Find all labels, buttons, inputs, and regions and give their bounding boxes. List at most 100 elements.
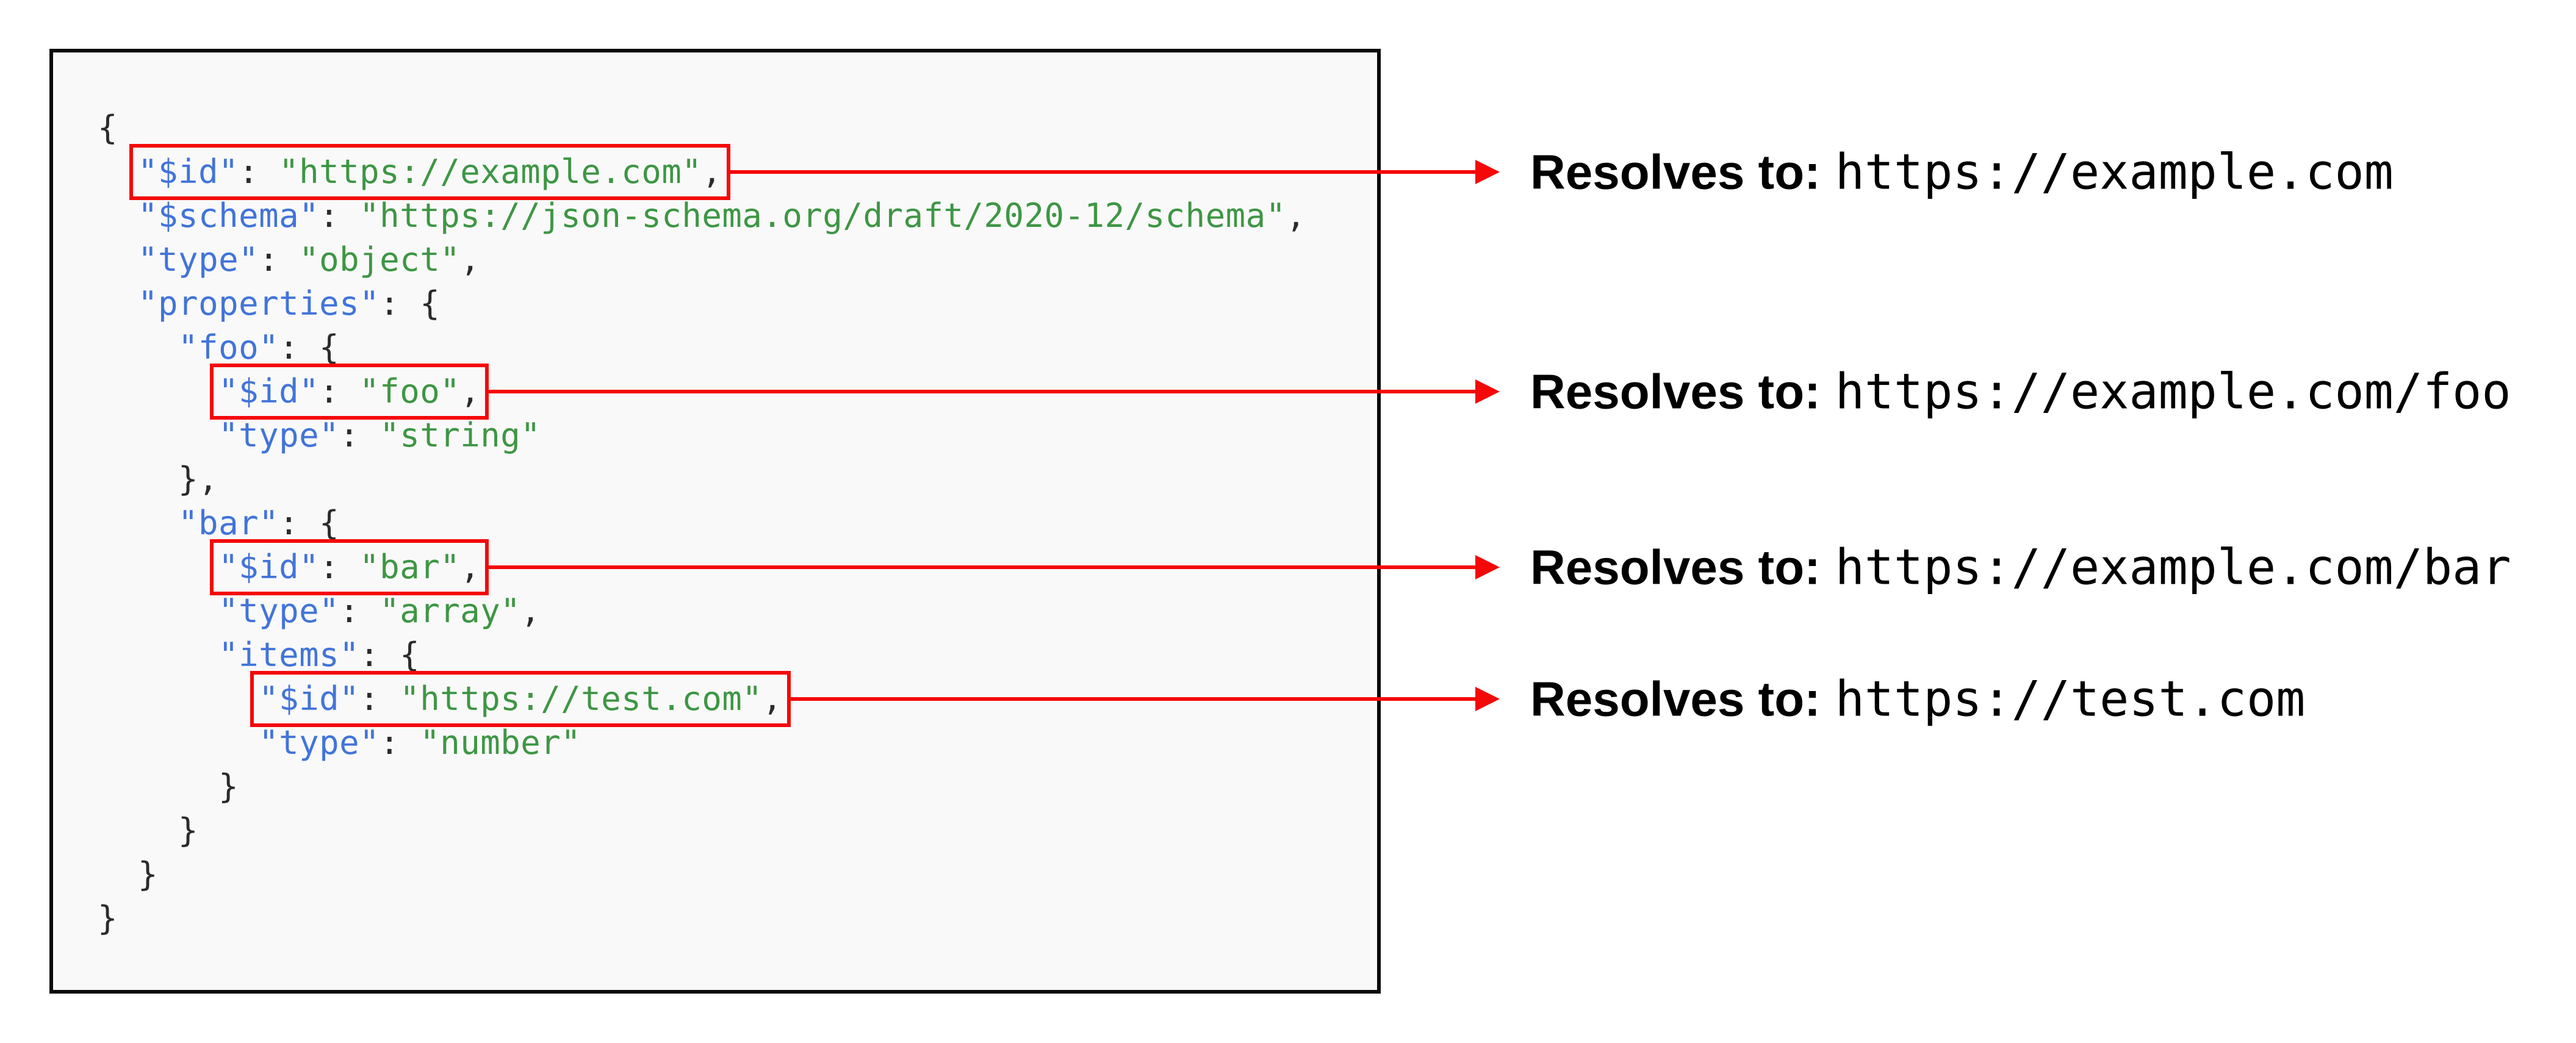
code-line: } xyxy=(98,809,1306,853)
code-line: "$schema": "https://json-schema.org/draf… xyxy=(98,194,1306,238)
code-line: "bar": { xyxy=(98,501,1306,545)
code-token-string: "https://example.com" xyxy=(279,152,702,191)
code-line: "$id": "foo", xyxy=(98,370,1306,414)
code-token-punct: } xyxy=(98,767,239,806)
code-line: "items": { xyxy=(98,633,1306,677)
code-token-key: "properties" xyxy=(138,284,380,323)
resolves-label: Resolves to: xyxy=(1530,672,1821,726)
code-token-key: "$id" xyxy=(218,548,320,586)
code-token-punct: : xyxy=(380,723,420,762)
code-token-string: "bar" xyxy=(359,548,461,586)
code-token-punct: , xyxy=(762,679,783,718)
right-arrowhead-icon xyxy=(1475,379,1500,404)
resolved-url: https://example.com xyxy=(1835,143,2394,201)
code-token-punct xyxy=(98,636,218,674)
code-token-punct xyxy=(98,196,138,235)
code-token-punct xyxy=(98,548,218,586)
code-token-key: "type" xyxy=(138,240,259,279)
code-token-punct: : xyxy=(359,679,400,718)
code-token-punct: : { xyxy=(279,504,340,542)
code-token-key: "type" xyxy=(218,592,340,630)
code-line: { xyxy=(98,106,1306,150)
code-token-punct: } xyxy=(98,811,199,850)
code-token-key: "$id" xyxy=(259,679,360,718)
code-token-punct xyxy=(98,504,178,542)
code-token-string: "https://test.com" xyxy=(400,679,763,718)
resolves-row: Resolves to: https://example.com xyxy=(1530,144,2394,201)
code-line: } xyxy=(98,897,1306,941)
code-token-punct: , xyxy=(460,240,481,279)
code-token-key: "$id" xyxy=(218,372,320,410)
code-line: "$id": "bar", xyxy=(98,545,1306,589)
resolves-label: Resolves to: xyxy=(1530,364,1821,419)
json-code-block: { "$id": "https://example.com", "$schema… xyxy=(98,106,1306,941)
code-line: } xyxy=(98,765,1306,809)
code-token-punct: : xyxy=(319,372,360,410)
code-token-string: "array" xyxy=(380,592,521,630)
right-arrowhead-icon xyxy=(1475,687,1500,711)
code-token-punct: }, xyxy=(98,460,219,498)
code-line: "type": "number" xyxy=(98,721,1306,765)
code-panel: { "$id": "https://example.com", "$schema… xyxy=(49,49,1381,994)
code-line: "type": "array", xyxy=(98,589,1306,633)
arrow-line xyxy=(489,390,1477,393)
code-token-key: "type" xyxy=(218,416,340,454)
code-line: "type": "object", xyxy=(98,238,1306,282)
code-token-punct xyxy=(98,723,259,762)
code-token-punct: : { xyxy=(380,284,441,323)
code-token-punct: { xyxy=(98,109,118,147)
arrow-line xyxy=(489,565,1477,569)
code-token-punct: : { xyxy=(359,636,420,674)
code-line: "properties": { xyxy=(98,282,1306,326)
code-token-punct: , xyxy=(460,372,481,410)
resolves-row: Resolves to: https://example.com/bar xyxy=(1530,539,2511,596)
code-token-punct: : xyxy=(339,416,380,454)
code-token-key: "$id" xyxy=(138,152,239,191)
resolves-label: Resolves to: xyxy=(1530,540,1821,595)
id-highlight-box xyxy=(210,364,489,420)
code-token-punct: , xyxy=(520,592,541,630)
arrow-line xyxy=(791,697,1477,701)
code-token-punct: , xyxy=(702,152,722,191)
code-token-punct: : xyxy=(319,548,360,586)
code-line: "type": "string" xyxy=(98,414,1306,457)
code-token-punct xyxy=(98,284,138,323)
resolves-label: Resolves to: xyxy=(1530,145,1821,199)
code-token-string: "number" xyxy=(420,723,581,762)
code-token-punct: } xyxy=(98,899,118,937)
code-line: }, xyxy=(98,457,1306,501)
code-token-key: "foo" xyxy=(178,328,279,367)
arrow-line xyxy=(730,170,1477,174)
code-token-punct xyxy=(98,328,178,367)
code-token-key: "items" xyxy=(218,636,360,674)
code-line: } xyxy=(98,853,1306,897)
code-token-string: "object" xyxy=(299,240,461,279)
code-token-punct xyxy=(98,240,138,279)
right-arrowhead-icon xyxy=(1475,160,1500,184)
code-token-punct xyxy=(98,679,259,718)
code-token-key: "$schema" xyxy=(138,196,320,235)
code-token-punct: : xyxy=(339,592,380,630)
code-line: "foo": { xyxy=(98,326,1306,370)
code-line: "$id": "https://test.com", xyxy=(98,677,1306,721)
resolved-url: https://test.com xyxy=(1835,670,2306,728)
resolves-row: Resolves to: https://test.com xyxy=(1530,671,2305,728)
code-token-string: "string" xyxy=(380,416,541,454)
code-line: "$id": "https://example.com", xyxy=(98,150,1306,194)
resolved-url: https://example.com/bar xyxy=(1835,539,2511,596)
code-token-punct: : { xyxy=(279,328,340,367)
code-token-punct xyxy=(98,592,218,630)
code-token-punct: , xyxy=(460,548,481,586)
code-token-punct: : xyxy=(319,196,360,235)
code-token-punct: : xyxy=(259,240,300,279)
code-token-punct: } xyxy=(98,855,159,894)
code-token-key: "bar" xyxy=(178,504,279,542)
code-token-punct xyxy=(98,372,218,410)
resolved-url: https://example.com/foo xyxy=(1835,363,2511,420)
id-highlight-box xyxy=(129,144,730,200)
resolves-row: Resolves to: https://example.com/foo xyxy=(1530,364,2511,420)
right-arrowhead-icon xyxy=(1475,555,1500,579)
code-token-punct xyxy=(98,416,218,454)
code-token-string: "https://json-schema.org/draft/2020-12/s… xyxy=(359,196,1286,235)
code-token-punct: , xyxy=(1286,196,1306,235)
